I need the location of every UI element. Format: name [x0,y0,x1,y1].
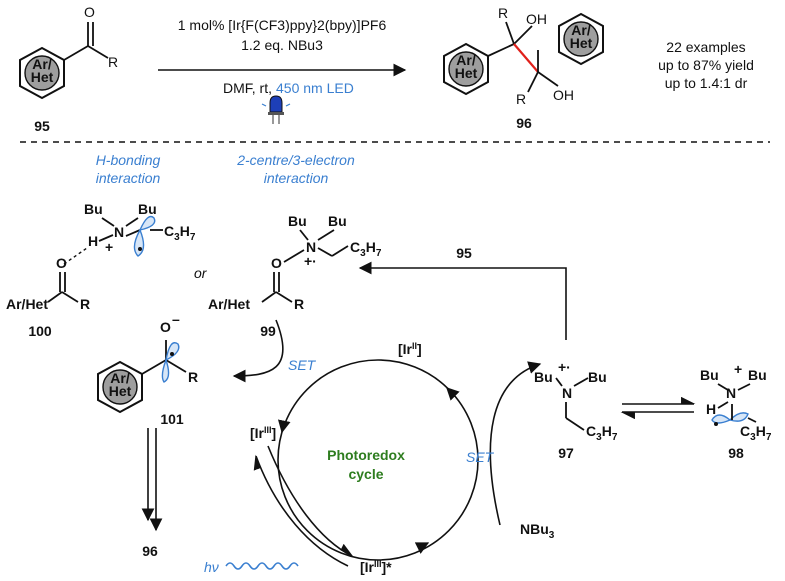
hv-label: hν [204,559,219,575]
twocentre-label-2: interaction [264,170,329,186]
catalyst-text: 1 mol% [Ir{F(CF3)ppy}2(bpy)]PF6 [178,17,387,33]
compound-97-label: 97 [558,445,574,461]
light-source-text: 450 nm LED [276,80,354,96]
compound-98-structure: Bu Bu + N H C3H7 [700,361,772,443]
svg-text:Ar/Het: Ar/Het [6,296,48,312]
svg-text:O: O [271,255,282,271]
svg-text:+: + [734,361,742,377]
compound-101-structure: Ar/ Het O – R [97,311,198,414]
compound-96-label: 96 [516,115,532,131]
relaxation-arrow [253,454,349,567]
svg-text:Bu: Bu [84,201,103,217]
compound-99-label: 99 [260,323,276,339]
summary-examples: 22 examples [666,39,745,55]
svg-text:+: + [105,239,113,255]
svg-text:Het: Het [570,35,593,51]
svg-text:O: O [84,4,95,20]
svg-text:Bu: Bu [328,213,347,229]
svg-text:H: H [88,233,98,249]
compound-97-structure: Bu Bu N +· C3H7 [534,359,618,443]
compound-100-label: 100 [28,323,52,339]
svg-text:R: R [80,296,90,312]
reagent-text: 1.2 eq. NBu3 [241,37,323,53]
svg-text:Bu: Bu [138,201,157,217]
svg-text:Bu: Bu [748,367,767,383]
svg-text:OH: OH [526,11,547,27]
excitation-arrow [267,445,354,557]
svg-text:+·: +· [304,253,317,269]
svg-text:+·: +· [558,359,571,375]
svg-text:Bu: Bu [534,369,553,385]
svg-text:Bu: Bu [700,367,719,383]
ir-iii-label: [IrIII] [250,425,276,441]
cycle-title: Photoredox [327,447,405,463]
photoredox-cycle-ring [277,359,479,561]
svg-text:–: – [172,311,180,327]
svg-text:R: R [294,296,304,312]
twocentre-label: 2-centre/3-electron [236,152,355,168]
arrow-nbu3-to-97 [489,361,542,526]
svg-text:Bu: Bu [588,369,607,385]
svg-text:N: N [726,385,736,401]
cycle-title-2: cycle [348,466,383,482]
conditions-text: DMF, rt, [223,80,272,96]
compound-98-label: 98 [728,445,744,461]
svg-text:R: R [498,5,508,21]
svg-text:C3H7: C3H7 [164,223,196,243]
hbond-label-2: interaction [96,170,161,186]
arrow-97-to-95 [358,261,567,340]
svg-text:R: R [188,369,198,385]
compound-96-product-label: 96 [142,543,158,559]
svg-text:N: N [114,224,124,240]
svg-text:Ar/: Ar/ [110,370,130,386]
svg-text:Het: Het [31,69,54,85]
svg-text:Ar/: Ar/ [32,56,52,72]
svg-text:O: O [56,255,67,271]
set-label-left: SET [288,357,317,373]
svg-text:OH: OH [553,87,574,103]
svg-text:Ar/Het: Ar/Het [208,296,250,312]
arrow-95-label: 95 [456,245,472,261]
svg-text:Ar/: Ar/ [456,52,476,68]
led-icon [261,95,291,124]
svg-text:C3H7: C3H7 [740,423,772,443]
svg-text:Ar/: Ar/ [571,22,591,38]
svg-text:R: R [108,54,118,70]
compound-96-structure: Ar/ Het Ar/ Het R OH R OH [443,5,604,107]
complex-99-structure: Bu Bu N +· C3H7 O Ar/Het R [208,213,382,312]
ir-ii-label: [IrII] [398,341,422,357]
svg-text:N: N [306,239,316,255]
compound-101-label: 101 [160,411,184,427]
svg-text:Het: Het [109,383,132,399]
svg-text:C3H7: C3H7 [350,239,382,259]
summary-dr: up to 1.4:1 dr [665,75,748,91]
compound-95-structure: Ar/ Het O R [19,4,118,100]
compound-95-label: 95 [34,118,50,134]
svg-text:O: O [160,319,171,335]
hbond-label: H-bonding [96,152,161,168]
arrow-99-to-101 [232,319,284,383]
svg-text:Het: Het [455,65,478,81]
svg-text:N: N [562,385,572,401]
nbu3-label: NBu3 [520,521,555,541]
svg-text:C3H7: C3H7 [586,423,618,443]
set-label-right: SET [466,449,495,465]
or-text: or [194,265,208,281]
svg-text:H: H [706,401,716,417]
ir-iii-star-label: [IrIII]* [360,559,392,575]
complex-100-structure: Bu Bu N + H C3H7 O Ar/Het R [6,201,196,312]
svg-text:R: R [516,91,526,107]
svg-text:Bu: Bu [288,213,307,229]
light-wave-icon [225,562,299,570]
summary-yield: up to 87% yield [658,57,754,73]
